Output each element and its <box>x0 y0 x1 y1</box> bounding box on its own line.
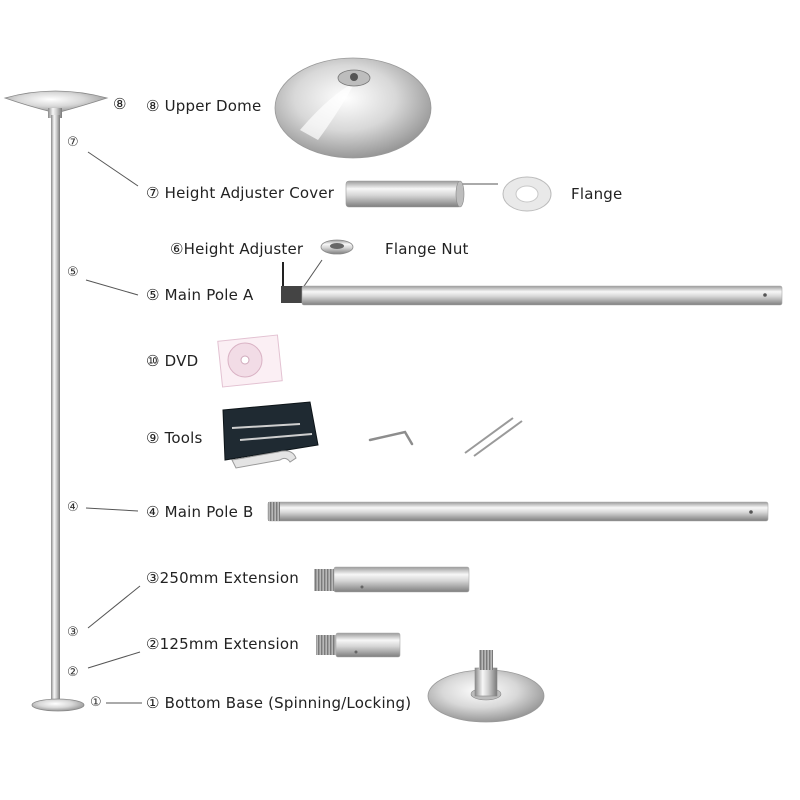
ext-125-number: ② <box>67 665 79 680</box>
ext-125-hole <box>354 650 358 654</box>
pole-b-number: ④ <box>67 500 79 515</box>
leader-7 <box>87 151 139 187</box>
flange-part <box>502 176 552 212</box>
tool-pin-1 <box>464 417 514 454</box>
assembled-dome-neck <box>48 108 62 118</box>
main-pole-b-tube <box>267 501 769 522</box>
adjuster-cover-part <box>345 180 465 208</box>
main-pole-b-hole <box>749 510 753 514</box>
adjuster-cover-tube <box>345 180 462 208</box>
ext-250-hole <box>360 585 364 589</box>
ext-250-label: ③250mm Extension <box>146 569 299 587</box>
bottom-base-label: ① Bottom Base (Spinning/Locking) <box>146 694 411 712</box>
adjuster-cover-end <box>455 180 465 208</box>
dvd-label: ⑩ DVD <box>146 352 199 370</box>
tools-label: ⑨ Tools <box>146 429 203 447</box>
leader-2 <box>87 651 141 669</box>
bottom-base-note: (Spinning/Locking) <box>268 694 412 712</box>
flange-nut-inner <box>330 243 344 249</box>
ext-125-tube <box>335 632 401 658</box>
adjuster-cover-number: ⑦ <box>67 135 79 150</box>
bottom-base-post-thread <box>479 650 493 670</box>
main-pole-a-part <box>281 262 783 306</box>
tools-part <box>222 401 523 469</box>
ext-250-tube <box>333 566 470 593</box>
flange-label: Flange <box>571 185 623 203</box>
main-pole-a-hole <box>763 293 767 297</box>
upper-dome-label: ⑧ Upper Dome <box>146 97 262 115</box>
main-pole-b-thread <box>268 502 280 521</box>
tool-pin-2 <box>473 420 523 457</box>
ext-125-label: ②125mm Extension <box>146 635 299 653</box>
flange-ring-inner <box>515 185 539 203</box>
tool-pouch <box>222 401 319 461</box>
bottom-base-number: ① <box>90 695 102 710</box>
flange-nut-part <box>320 239 354 255</box>
assembled-pole <box>3 90 109 712</box>
adjuster-cover-label: ⑦ Height Adjuster Cover <box>146 184 335 202</box>
upper-dome-number: ⑧ <box>113 95 127 113</box>
bottom-base-post <box>474 667 498 697</box>
ext-250-thread <box>314 569 336 591</box>
flange-nut-label: Flange Nut <box>385 240 469 258</box>
pole-a-number: ⑤ <box>67 265 79 280</box>
ext-250-number: ③ <box>67 625 79 640</box>
dvd-center <box>240 355 250 365</box>
tool-wrench <box>231 450 297 469</box>
tool-allen-key <box>368 430 414 446</box>
leader-3 <box>87 585 141 629</box>
tool-rod-2 <box>239 433 313 441</box>
bottom-base-part <box>427 650 545 723</box>
ext-125-part <box>316 632 401 658</box>
main-pole-a-tube <box>301 285 783 306</box>
upper-dome-part <box>274 57 432 159</box>
upper-dome-reflection <box>300 82 355 140</box>
leader-4 <box>85 507 139 512</box>
leader-lines <box>85 151 498 704</box>
dvd-part <box>217 334 283 388</box>
height-adjuster-label: ⑥Height Adjuster <box>170 240 304 258</box>
upper-dome-bearing <box>350 73 358 81</box>
ext-250-part <box>314 566 470 593</box>
ext-125-thread <box>316 635 338 655</box>
pole-b-label: ④ Main Pole B <box>146 503 254 521</box>
bottom-base-title: ① Bottom Base <box>146 694 264 712</box>
tool-rod-1 <box>231 423 301 429</box>
assembled-base <box>31 698 85 712</box>
height-adjuster-rod <box>281 286 303 303</box>
pole-a-label: ⑤ Main Pole A <box>146 286 254 304</box>
assembled-top-dome <box>3 90 109 113</box>
main-pole-b-part <box>267 501 769 522</box>
leader-5 <box>85 279 139 296</box>
assembled-pole-shaft <box>51 115 60 705</box>
